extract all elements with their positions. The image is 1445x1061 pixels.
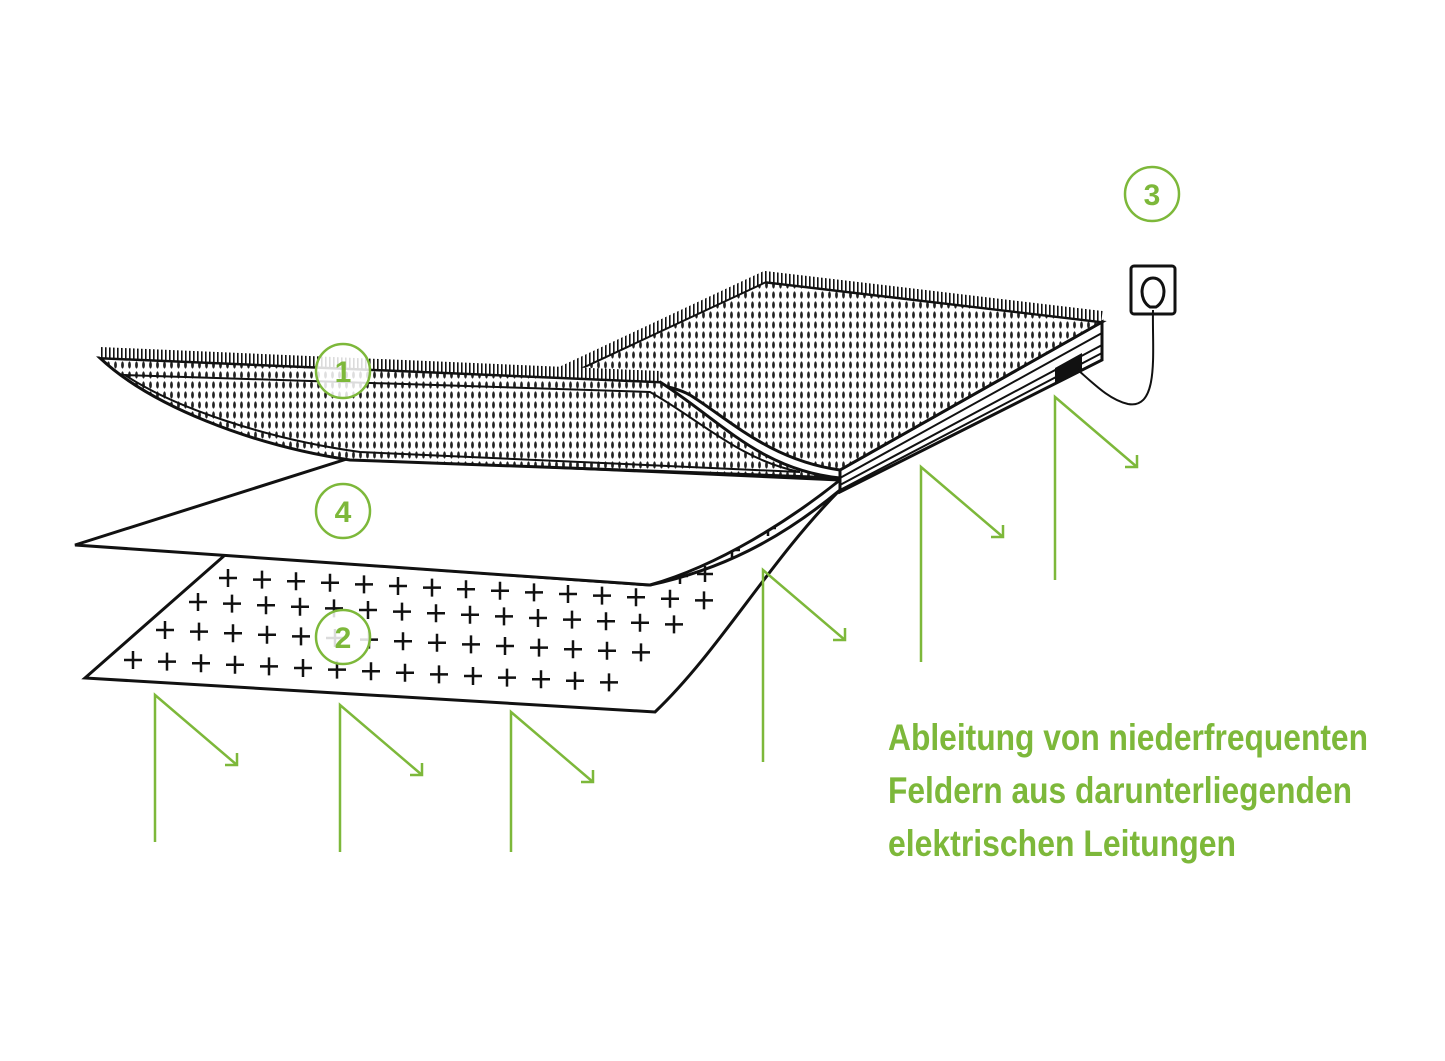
plus-mark bbox=[292, 627, 310, 646]
plus-mark bbox=[661, 589, 679, 608]
plus-mark bbox=[464, 667, 482, 685]
plus-mark bbox=[600, 673, 618, 692]
plus-mark bbox=[428, 633, 446, 652]
plus-mark bbox=[224, 624, 242, 643]
plus-mark bbox=[496, 637, 514, 655]
plus-mark bbox=[697, 566, 713, 582]
plus-mark bbox=[260, 657, 278, 676]
plus-mark bbox=[598, 641, 616, 660]
plus-mark bbox=[396, 663, 414, 682]
plus-mark bbox=[189, 593, 207, 611]
plus-mark bbox=[287, 572, 305, 591]
plus-mark bbox=[593, 586, 611, 605]
caption-line-3: elektrischen Leitungen bbox=[888, 823, 1236, 864]
plus-mark bbox=[631, 613, 649, 632]
caption-line-2: Feldern aus darunterliegenden bbox=[888, 770, 1352, 811]
plus-mark bbox=[257, 596, 275, 615]
marker-2: 2 bbox=[314, 608, 372, 666]
field-arrow-icon bbox=[509, 709, 595, 852]
plus-mark bbox=[258, 625, 276, 644]
plus-mark bbox=[665, 615, 683, 634]
plus-mark bbox=[491, 581, 509, 600]
plus-mark bbox=[559, 585, 577, 603]
marker-1: 1 bbox=[314, 342, 372, 400]
plus-mark bbox=[394, 632, 412, 651]
plus-mark bbox=[430, 665, 448, 684]
mat-folded-flap bbox=[96, 356, 841, 480]
plus-mark bbox=[597, 612, 615, 631]
plus-mark bbox=[190, 622, 208, 641]
field-arrow-icon bbox=[761, 567, 847, 762]
plus-mark bbox=[530, 638, 548, 657]
plus-mark bbox=[695, 591, 713, 610]
plus-mark bbox=[359, 601, 377, 619]
plus-mark bbox=[462, 635, 480, 654]
intermediate-sheet bbox=[74, 456, 845, 587]
plus-mark bbox=[457, 580, 475, 599]
plus-mark bbox=[632, 643, 650, 662]
plus-mark bbox=[498, 668, 516, 687]
plus-mark bbox=[564, 640, 582, 659]
plus-mark bbox=[461, 605, 479, 624]
plus-mark bbox=[563, 610, 581, 629]
plus-mark bbox=[362, 662, 380, 681]
caption-line-1: Ableitung von niederfrequenten bbox=[888, 717, 1368, 758]
plus-mark bbox=[529, 609, 547, 627]
plus-mark bbox=[253, 570, 271, 589]
plus-mark bbox=[124, 651, 142, 669]
marker-number: 2 bbox=[335, 622, 352, 655]
marker-4: 4 bbox=[314, 482, 372, 540]
plus-mark bbox=[566, 671, 584, 690]
cable-connector bbox=[1055, 353, 1082, 384]
field-arrow-icon bbox=[338, 702, 424, 852]
marker-number: 1 bbox=[335, 356, 352, 389]
plus-mark bbox=[423, 578, 441, 597]
plus-mark bbox=[192, 654, 210, 673]
marker-3: 3 bbox=[1123, 165, 1181, 223]
power-socket-icon bbox=[1077, 264, 1177, 406]
field-arrow-icon bbox=[919, 464, 1005, 662]
plus-mark bbox=[291, 597, 309, 616]
plus-mark bbox=[158, 652, 176, 671]
plus-mark bbox=[321, 573, 339, 592]
plus-mark bbox=[495, 607, 513, 626]
plus-mark bbox=[393, 602, 411, 621]
plus-mark bbox=[427, 604, 445, 623]
field-arrow-icon bbox=[1053, 394, 1139, 580]
field-arrow-icon bbox=[153, 692, 239, 842]
plus-mark bbox=[156, 621, 174, 639]
plus-mark bbox=[219, 569, 237, 587]
plus-mark bbox=[532, 670, 550, 689]
plus-mark bbox=[355, 575, 373, 594]
plus-mark bbox=[223, 594, 241, 613]
plus-mark bbox=[525, 583, 543, 602]
plus-mark bbox=[627, 588, 645, 607]
plus-mark bbox=[389, 577, 407, 595]
marker-number: 4 bbox=[335, 496, 352, 529]
plus-mark bbox=[226, 655, 244, 674]
plus-mark bbox=[294, 659, 312, 677]
marker-number: 3 bbox=[1144, 179, 1161, 212]
